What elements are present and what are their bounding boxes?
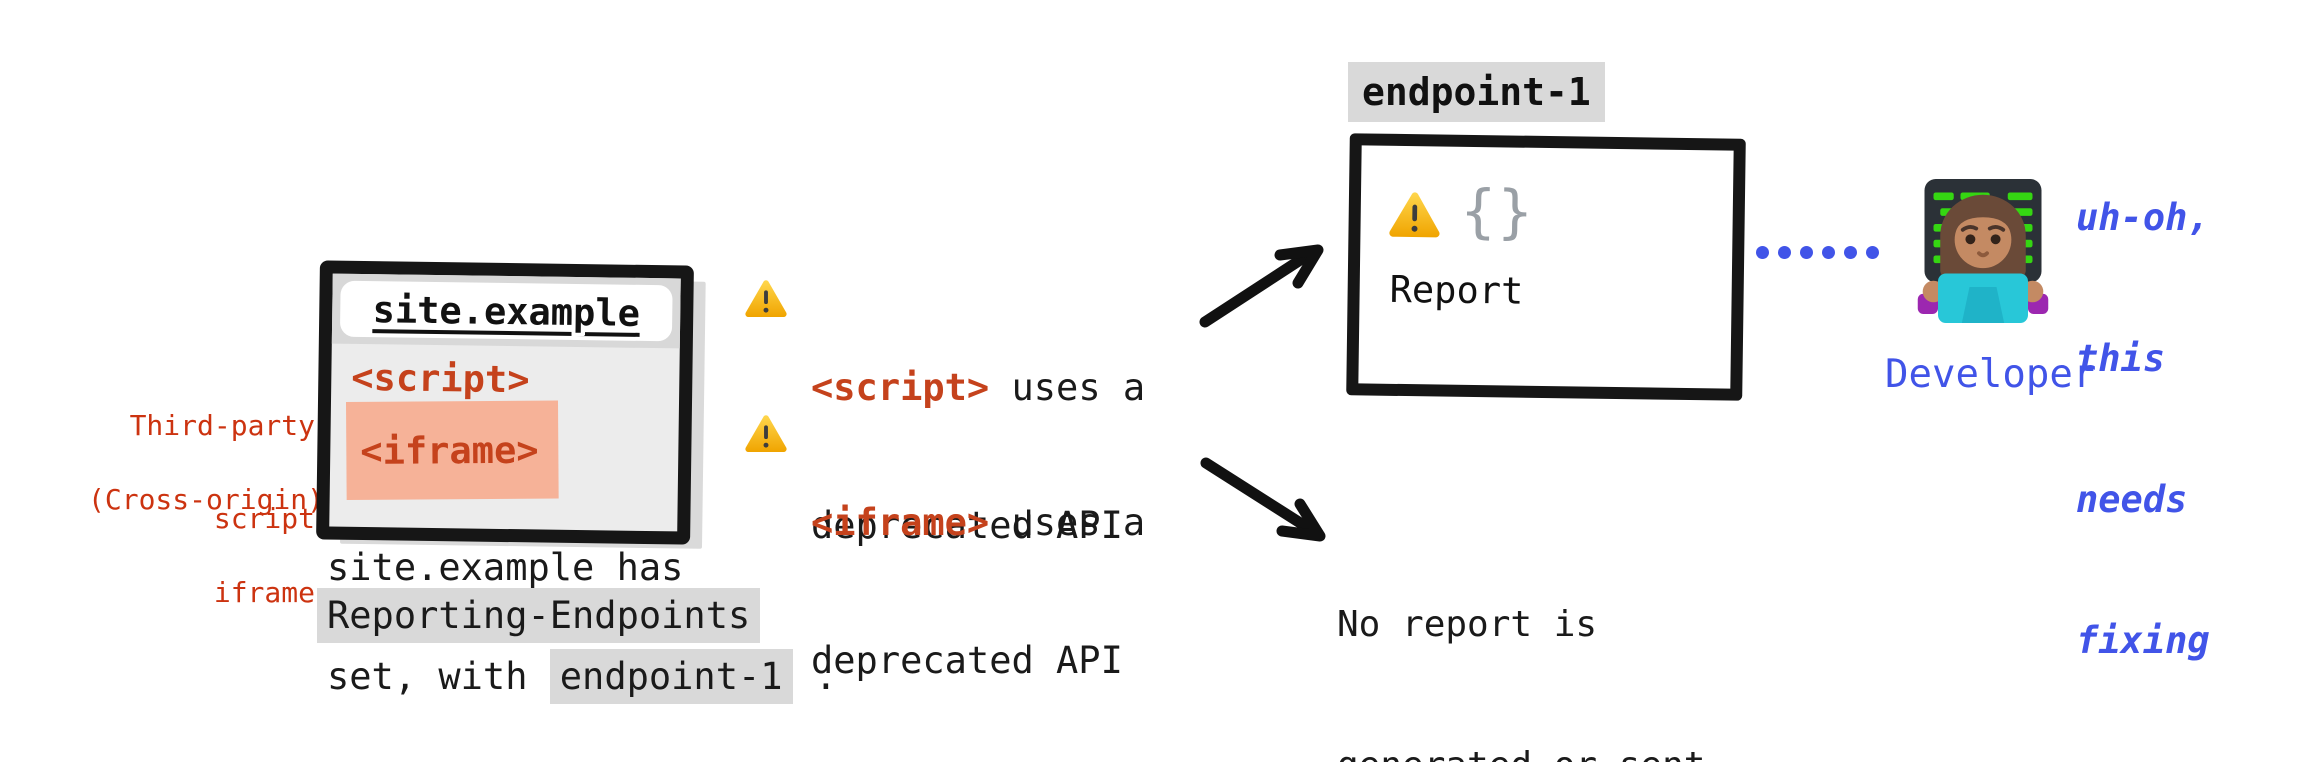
- warning-iframe-line1: <iframe> uses a: [811, 500, 1145, 546]
- endpoint-label: endpoint-1: [1348, 62, 1605, 122]
- arrow-to-no-report: [1200, 457, 1326, 542]
- caption-has: has: [594, 546, 684, 589]
- arrow-to-endpoint: [1199, 244, 1324, 328]
- warning-iframe-rest: uses a: [989, 501, 1146, 544]
- thought-line-3: needs: [2076, 478, 2188, 521]
- dotted-connector: [1756, 246, 1879, 259]
- thought-line-4: fixing: [2076, 619, 2210, 662]
- json-braces-icon: {}: [1460, 176, 1536, 246]
- warning-script-text: <script> uses a deprecated API: [811, 273, 1145, 641]
- endpoint-box: {} Report: [1346, 133, 1746, 401]
- cross-origin-iframe-label-line2: iframe: [213, 576, 315, 609]
- browser-toolbar: site.example: [331, 273, 681, 349]
- caption-endpoint-1: endpoint-1: [549, 649, 793, 704]
- thought-line-1: uh-oh,: [2076, 196, 2210, 239]
- warning-script-tag: <script>: [811, 366, 990, 409]
- warning-script-rest: uses a: [989, 366, 1146, 409]
- warning-iframe-text: <iframe> uses a deprecated API: [811, 408, 1145, 762]
- browser-window: site.example <script> <iframe>: [316, 260, 694, 545]
- warning-iframe: <iframe> uses a deprecated API: [743, 408, 1145, 762]
- warning-script-line1: <script> uses a: [811, 365, 1145, 411]
- developer-thought: uh-oh, this needs fixing: [2076, 100, 2210, 758]
- cross-origin-iframe-label-line1: (Cross-origin): [88, 483, 325, 516]
- caption-line-1: site.example has: [327, 546, 683, 589]
- no-report-line2: generated or sent.: [1337, 742, 1727, 762]
- warning-script-line2: deprecated API: [811, 504, 1123, 547]
- address-bar: site.example: [339, 280, 673, 342]
- emoji-laptop: [1938, 273, 2028, 323]
- warning-icon: [745, 415, 787, 452]
- emoji-person: [1917, 194, 2049, 314]
- warning-icon: [745, 280, 787, 317]
- report-title: Report: [1389, 267, 1524, 313]
- third-party-script-label-line2: script: [213, 502, 315, 535]
- woman-technologist-emoji: [1917, 179, 2049, 323]
- caption-site-example: site.example: [327, 546, 595, 589]
- caption-line-3: set, with endpoint-1 .: [327, 649, 838, 704]
- no-report-text: No report is generated or sent.: [1337, 507, 1727, 762]
- warning-icon: [1389, 192, 1440, 238]
- cross-origin-iframe-label: (Cross-origin) iframe: [88, 422, 325, 670]
- script-element: <script>: [351, 356, 530, 401]
- iframe-tag-text: <iframe>: [360, 428, 539, 473]
- address-text: site.example: [372, 287, 641, 335]
- caption-set-with: set, with: [327, 655, 550, 698]
- warning-iframe-line2: deprecated API: [811, 639, 1123, 682]
- script-tag-text: <script>: [351, 355, 530, 402]
- third-party-script-label-line1: Third-party: [129, 409, 315, 442]
- warning-iframe-tag: <iframe>: [811, 501, 990, 544]
- no-report-line1: No report is: [1337, 604, 1598, 645]
- third-party-script-label: Third-party script: [88, 348, 315, 596]
- developer-label: Developer: [1885, 352, 2097, 397]
- caption-reporting-endpoints: Reporting-Endpoints: [317, 588, 761, 643]
- iframe-element: <iframe>: [345, 400, 559, 501]
- thought-line-2: this: [2076, 337, 2166, 380]
- warning-script: <script> uses a deprecated API: [743, 273, 1145, 641]
- caption-line-2: Reporting-Endpoints: [317, 588, 761, 643]
- caption-period: .: [792, 655, 838, 698]
